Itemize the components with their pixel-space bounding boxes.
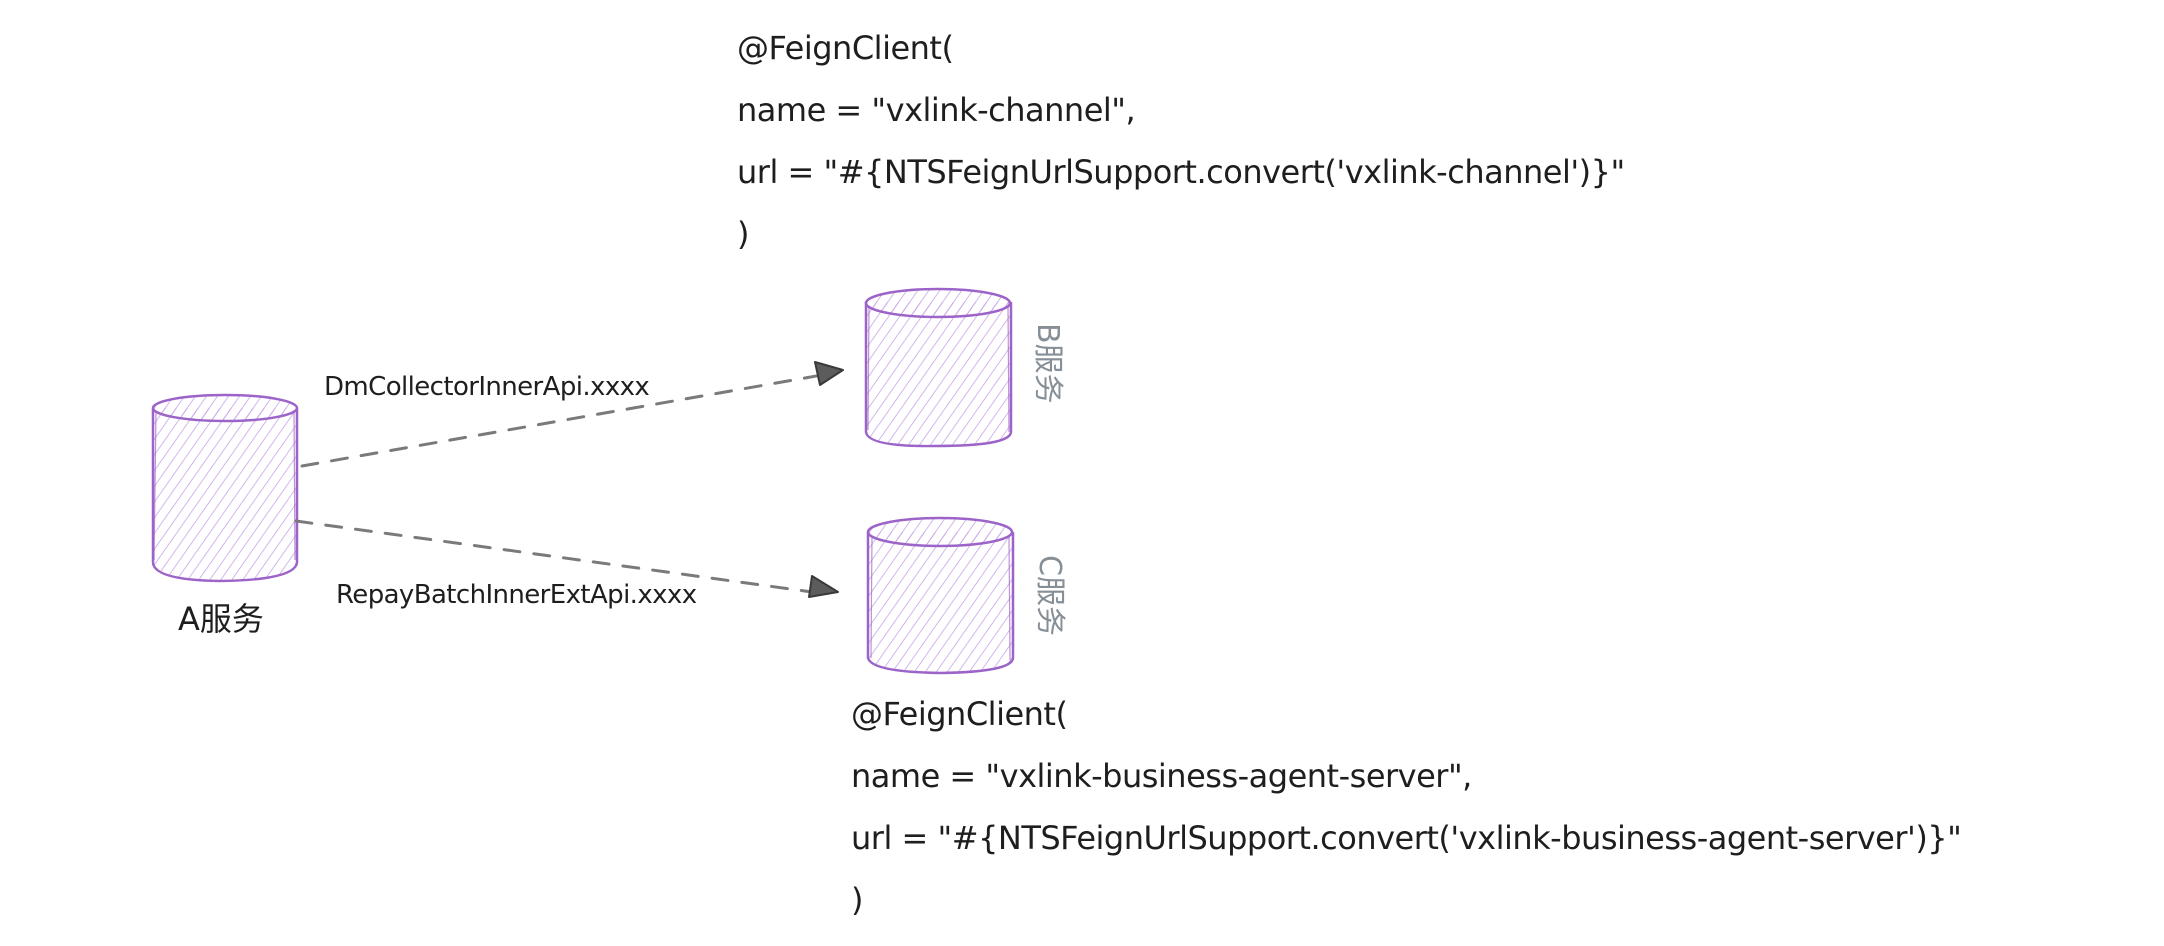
feign-client-annotation-c: @FeignClient( name = "vxlink-business-ag…: [851, 694, 2151, 944]
code-line: @FeignClient(: [737, 29, 954, 67]
edge-a-to-b-label: DmCollectorInnerApi.xxxx: [324, 372, 650, 402]
node-b-label: B服务: [1030, 323, 1065, 404]
feign-client-annotation-b: @FeignClient( name = "vxlink-channel", u…: [737, 28, 1837, 268]
code-line: name = "vxlink-business-agent-server",: [851, 757, 1472, 795]
code-line: ): [851, 881, 863, 919]
node-c-cylinder[interactable]: [866, 516, 1015, 675]
edge-a-to-c[interactable]: [294, 519, 839, 598]
code-line: @FeignClient(: [851, 695, 1068, 733]
edge-a-to-c-label: RepayBatchInnerExtApi.xxxx: [336, 580, 697, 610]
code-line: ): [737, 215, 749, 253]
code-line: name = "vxlink-channel",: [737, 91, 1136, 129]
edge-a-to-b[interactable]: [300, 361, 844, 468]
code-line: url = "#{NTSFeignUrlSupport.convert('vxl…: [851, 819, 1962, 857]
node-a-label: A服务: [178, 600, 264, 638]
arrowhead-icon: [814, 361, 844, 386]
node-b-cylinder[interactable]: [864, 287, 1013, 448]
arrowhead-icon: [808, 575, 839, 598]
code-line: url = "#{NTSFeignUrlSupport.convert('vxl…: [737, 153, 1625, 191]
node-a-cylinder[interactable]: [151, 393, 299, 583]
node-c-label: C服务: [1032, 555, 1067, 636]
